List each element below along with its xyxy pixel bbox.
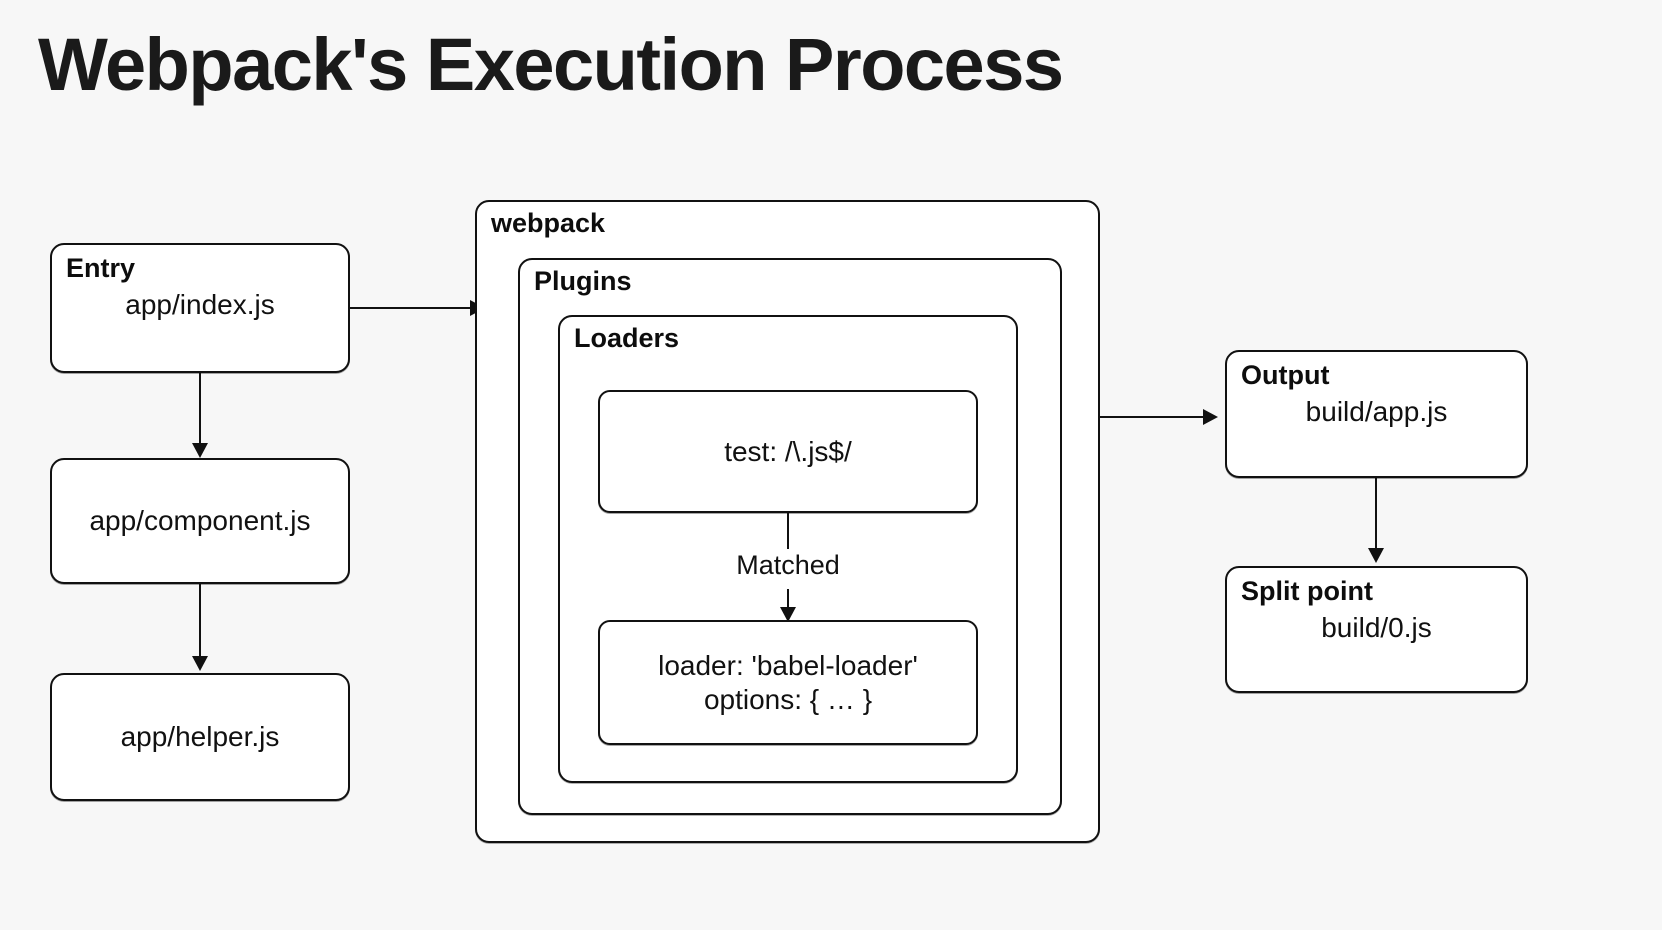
node-component-value: app/component.js — [89, 505, 311, 536]
node-split-point-value: build/0.js — [1321, 612, 1432, 643]
node-entry[interactable]: Entry app/index.js — [50, 243, 350, 373]
group-webpack[interactable]: webpack Plugins Loaders test: /\.js$/ Ma… — [475, 200, 1100, 843]
node-test-rule-value: test: /\.js$/ — [724, 435, 852, 467]
node-output-value: build/app.js — [1305, 396, 1448, 427]
edge-entry-to-webpack — [350, 307, 483, 310]
node-test-rule[interactable]: test: /\.js$/ — [598, 390, 978, 513]
node-helper[interactable]: app/helper.js — [50, 673, 350, 801]
node-entry-header: Entry — [66, 253, 136, 283]
edge-matched-label: Matched — [736, 550, 840, 580]
edge-matched-to-loader-arrowhead — [779, 607, 796, 622]
node-loader-rule-line2: options: { … } — [703, 683, 873, 715]
node-component[interactable]: app/component.js — [50, 458, 350, 584]
edge-webpack-to-output — [1098, 416, 1208, 419]
node-split-point[interactable]: Split point build/0.js — [1225, 566, 1528, 693]
edge-entry-to-component — [199, 373, 202, 445]
edge-matched-to-loader — [787, 589, 790, 610]
group-loaders-label: Loaders — [574, 323, 680, 353]
group-plugins[interactable]: Plugins Loaders test: /\.js$/ Matched lo… — [518, 258, 1062, 815]
node-helper-value: app/helper.js — [120, 721, 280, 752]
group-loaders[interactable]: Loaders test: /\.js$/ Matched loader: 'b… — [558, 315, 1018, 783]
edge-webpack-to-output-arrowhead — [1203, 409, 1218, 425]
edge-entry-to-component-arrowhead — [191, 443, 208, 458]
edge-output-to-split-point-arrowhead — [1367, 548, 1384, 563]
node-loader-rule-line1: loader: 'babel-loader' — [658, 649, 918, 681]
node-loader-rule[interactable]: loader: 'babel-loader' options: { … } — [598, 620, 978, 745]
edge-component-to-helper — [199, 584, 202, 658]
group-plugins-label: Plugins — [534, 266, 632, 296]
group-webpack-label: webpack — [491, 208, 606, 238]
node-split-point-header: Split point — [1241, 576, 1373, 606]
node-output[interactable]: Output build/app.js — [1225, 350, 1528, 478]
page-title: Webpack's Execution Process — [38, 23, 1064, 106]
edge-test-to-matched — [787, 513, 790, 549]
node-output-header: Output — [1241, 360, 1330, 390]
edge-output-to-split-point — [1375, 478, 1378, 550]
edge-component-to-helper-arrowhead — [191, 656, 208, 671]
node-entry-value: app/index.js — [125, 289, 275, 320]
